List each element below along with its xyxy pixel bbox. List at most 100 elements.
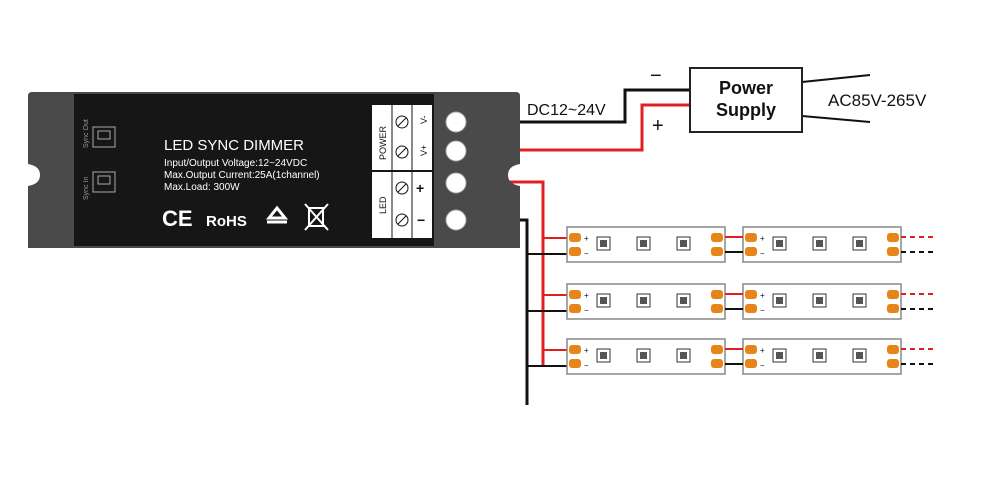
solder-pad xyxy=(711,304,723,313)
solder-pad xyxy=(711,345,723,354)
solder-pad xyxy=(745,345,757,354)
led-chip-core xyxy=(680,352,687,359)
terminal-label-led-plus: + xyxy=(416,180,424,196)
led-chip-core xyxy=(600,240,607,247)
pad-minus-label: − xyxy=(584,306,589,315)
pad-plus-label: + xyxy=(584,234,589,243)
psu-minus-label: − xyxy=(650,65,662,87)
terminal-screws xyxy=(445,111,467,231)
led-chip-core xyxy=(776,240,783,247)
led-chip-core xyxy=(600,352,607,359)
solder-pad xyxy=(569,247,581,256)
terminal-vminus xyxy=(445,111,467,133)
pad-plus-label: + xyxy=(760,234,765,243)
recycle-icon xyxy=(265,205,289,224)
power-supply-title-line2: Supply xyxy=(716,100,776,120)
solder-pad xyxy=(887,359,899,368)
wire-psu-minus xyxy=(460,88,690,124)
led-strip-segment: +− xyxy=(566,226,726,263)
wire-ac-1 xyxy=(801,74,871,83)
ce-mark: CE xyxy=(162,206,193,231)
led-chip-core xyxy=(816,352,823,359)
solder-pad xyxy=(569,304,581,313)
sync-out-label: Sync Out xyxy=(83,119,90,148)
led-chip-core xyxy=(776,297,783,304)
terminal-label-vminus: V- xyxy=(419,115,429,124)
terminal-vplus xyxy=(445,140,467,162)
solder-pad xyxy=(711,290,723,299)
led-strips: +−+−+−+−+−+− xyxy=(566,226,936,375)
psu-plus-label: + xyxy=(652,115,664,137)
led-chip-core xyxy=(680,297,687,304)
rj45-port-out xyxy=(92,126,116,148)
sync-in-label: Sync In xyxy=(83,177,90,200)
pad-plus-label: + xyxy=(584,346,589,355)
solder-pad xyxy=(887,233,899,242)
led-strip-segment: +− xyxy=(742,226,902,263)
solder-pad xyxy=(745,247,757,256)
led-chip-core xyxy=(600,297,607,304)
ac-input-label: AC85V-265V xyxy=(828,91,927,110)
device-spec-1: Input/Output Voltage:12~24VDC xyxy=(164,158,307,169)
weee-bin-icon xyxy=(304,203,329,231)
dc-output-label: DC12~24V xyxy=(527,102,606,119)
terminal-label-vplus: V+ xyxy=(419,145,429,156)
rj45-port-in xyxy=(92,171,116,193)
led-chip-core xyxy=(640,297,647,304)
led-strip-segment: +− xyxy=(742,283,902,320)
solder-pad xyxy=(887,345,899,354)
pad-plus-label: + xyxy=(760,346,765,355)
wire-psu-plus xyxy=(460,103,690,152)
pad-plus-label: + xyxy=(760,291,765,300)
led-strip-segment: +− xyxy=(566,283,726,320)
solder-pad xyxy=(887,247,899,256)
power-supply-title-line1: Power xyxy=(719,78,773,98)
led-chip-core xyxy=(776,352,783,359)
section-led-label: LED xyxy=(378,196,388,214)
rohs-mark: RoHS xyxy=(206,213,247,230)
power-supply: Power Supply AC85V-265V DC12~24V − + xyxy=(527,65,927,137)
solder-pad xyxy=(711,247,723,256)
dimmer-device: Sync Out Sync In LED SYNC DIMMER Input/O… xyxy=(28,92,520,248)
wire-ac-2 xyxy=(801,115,871,123)
led-chip-core xyxy=(816,297,823,304)
solder-pad xyxy=(569,345,581,354)
pad-minus-label: − xyxy=(584,361,589,370)
pad-minus-label: − xyxy=(584,249,589,258)
led-chip-core xyxy=(856,240,863,247)
pad-minus-label: − xyxy=(760,361,765,370)
power-supply-box xyxy=(689,67,803,133)
led-chip-core xyxy=(816,240,823,247)
terminal-led-minus xyxy=(445,209,467,231)
led-chip-core xyxy=(640,352,647,359)
pad-minus-label: − xyxy=(760,249,765,258)
terminal-label-led-minus: − xyxy=(417,212,425,228)
solder-pad xyxy=(569,233,581,242)
led-chip-core xyxy=(856,297,863,304)
solder-pad xyxy=(569,359,581,368)
solder-pad xyxy=(887,304,899,313)
device-spec-2: Max.Output Current:25A(1channel) xyxy=(164,170,320,181)
solder-pad xyxy=(711,233,723,242)
screw-icons xyxy=(395,115,409,227)
solder-pad xyxy=(745,233,757,242)
led-chip-core xyxy=(640,240,647,247)
strip-branches xyxy=(527,237,570,367)
solder-pad xyxy=(745,304,757,313)
solder-pad xyxy=(745,359,757,368)
sync-ports: Sync Out Sync In xyxy=(83,119,116,200)
solder-pad xyxy=(711,359,723,368)
led-strip-segment: +− xyxy=(566,338,726,375)
pad-minus-label: − xyxy=(760,306,765,315)
device-title: LED SYNC DIMMER xyxy=(164,137,304,154)
led-strip-segment: +− xyxy=(742,338,902,375)
device-spec-3: Max.Load: 300W xyxy=(164,182,240,193)
led-chip-core xyxy=(856,352,863,359)
led-chip-core xyxy=(680,240,687,247)
terminal-led-plus xyxy=(445,172,467,194)
pad-plus-label: + xyxy=(584,291,589,300)
solder-pad xyxy=(569,290,581,299)
solder-pad xyxy=(745,290,757,299)
solder-pad xyxy=(887,290,899,299)
